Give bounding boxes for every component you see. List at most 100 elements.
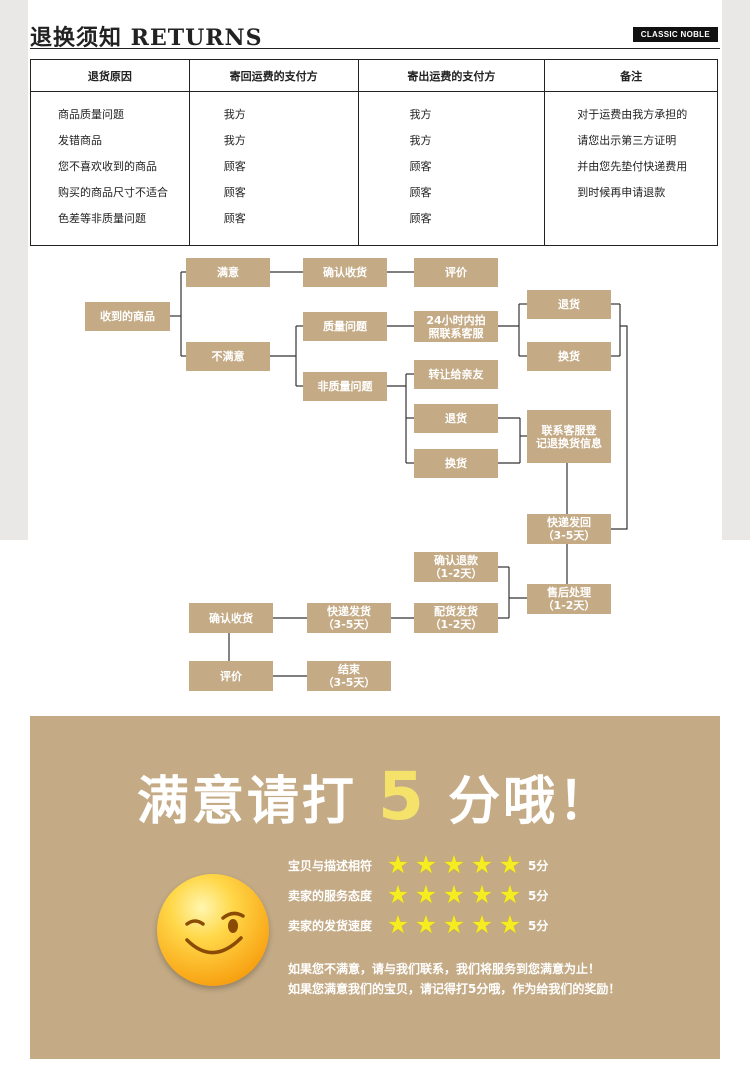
returns-table: 退货原因 寄回运费的支付方 寄出运费的支付方 备注 商品质量问题 发错商品 您不… — [30, 59, 718, 246]
flow-after-sales: 售后处理 （1-2天） — [527, 584, 611, 614]
flow-label: 确认收货 — [323, 266, 367, 279]
table-cell: 并由您先垫付快递费用 — [577, 160, 688, 173]
star-icon: ★ — [498, 850, 522, 879]
flow-label: 快递发回 — [547, 516, 591, 529]
flow-label: （1-2天） — [429, 567, 483, 580]
flow-restock-ship: 配货发货 （1-2天） — [414, 603, 498, 633]
flow-label: 联系客服登 — [541, 423, 597, 437]
flow-label: （3-5天） — [322, 676, 376, 689]
table-cell: 色差等非质量问题 — [58, 212, 146, 225]
flow-label: 配货发货 — [434, 605, 478, 618]
table-cell: 我方 — [409, 108, 432, 121]
rating-score: 5分 — [528, 858, 549, 873]
brand-badge: CLASSIC NOBLE — [632, 27, 718, 42]
flow-label: 确认收货 — [209, 611, 253, 625]
headline-text: 分哦！ — [448, 772, 614, 832]
flow-quality-issue: 质量问题 — [303, 312, 387, 341]
table-cell: 您不喜欢收到的商品 — [58, 160, 157, 173]
flow-label: 退货 — [558, 298, 580, 311]
table-cell: 顾客 — [409, 160, 432, 173]
flow-end: 结束 （3-5天） — [307, 661, 391, 691]
table-cell: 顾客 — [223, 212, 246, 225]
star-icon: ★ — [442, 850, 466, 879]
flow-label: 24小时内拍 — [426, 313, 486, 327]
star-icon: ★ — [470, 880, 494, 909]
flow-express-ship: 快递发货 （3-5天） — [307, 603, 391, 633]
table-cell: 发错商品 — [58, 134, 102, 147]
flow-confirm-receipt: 确认收货 — [303, 258, 387, 287]
flow-review-2: 评价 — [189, 661, 273, 691]
section-header: 退换须知 RETURNS CLASSIC NOBLE — [30, 18, 720, 51]
flow-label: 质量问题 — [323, 320, 367, 333]
flow-label: 确认退款 — [434, 554, 478, 567]
table-cell: 我方 — [223, 134, 246, 147]
table-cell: 顾客 — [223, 160, 246, 173]
star-icon: ★ — [386, 880, 410, 909]
flow-register-info: 联系客服登 记退换货信息 — [527, 410, 611, 463]
flow-connectors — [170, 271, 628, 677]
rating-banner: 满意请打 5 分哦！ 宝贝与描述相符 ★★★★★ 5分 卖家的服务态度 ★★★★… — [30, 716, 720, 1059]
star-group: ★★★★★ — [384, 912, 524, 938]
flow-label: （3-5天） — [542, 529, 596, 542]
flow-label: 满意 — [217, 266, 239, 279]
banner-message: 如果您满意我们的宝贝，请记得打5分哦，作为给我们的奖励！ — [288, 982, 621, 996]
smiley-face-icon — [185, 911, 245, 955]
table-cell: 商品质量问题 — [58, 108, 124, 121]
flow-refund: 退货 — [527, 290, 611, 319]
flow-label: 评价 — [445, 266, 467, 279]
rating-score: 5分 — [528, 918, 549, 933]
flow-satisfied: 满意 — [186, 258, 270, 287]
banner-message: 如果您不满意，请与我们联系，我们将服务到您满意为止！ — [288, 962, 601, 976]
flow-label: 换货 — [445, 457, 467, 470]
table-cell: 到时候再申请退款 — [577, 186, 666, 199]
flow-label: 记退换货信息 — [536, 436, 602, 450]
headline-five: 5 — [378, 758, 427, 835]
notes-column: 对于运费由我方承担的 请您出示第三方证明 并由您先垫付快递费用 到时候再申请退款 — [544, 91, 718, 246]
flow-label: 照联系客服 — [428, 326, 484, 340]
table-cell: 顾客 — [409, 186, 432, 199]
rating-label: 卖家的发货速度 — [288, 918, 373, 933]
flow-contact-24h: 24小时内拍 照联系客服 — [414, 311, 498, 342]
rating-row: 宝贝与描述相符 ★★★★★ 5分 — [288, 852, 548, 878]
table-body-row: 商品质量问题 发错商品 您不喜欢收到的商品 购买的商品尺寸不适合 色差等非质量问… — [30, 91, 718, 246]
headline-text: 满意请打 — [136, 772, 357, 832]
star-icon: ★ — [414, 880, 438, 909]
send-payer-column: 我方 我方 顾客 顾客 顾客 — [357, 91, 546, 246]
page-title: 退换须知 RETURNS — [30, 25, 263, 51]
flow-label: （3-5天） — [322, 618, 376, 631]
rating-row: 卖家的发货速度 ★★★★★ 5分 — [288, 912, 548, 938]
star-icon: ★ — [414, 910, 438, 939]
table-header-row: 退货原因 寄回运费的支付方 寄出运费的支付方 备注 — [30, 59, 718, 92]
star-icon: ★ — [442, 880, 466, 909]
flow-confirm-refund: 确认退款 （1-2天） — [414, 552, 498, 582]
flow-refund-2: 退货 — [414, 404, 498, 433]
right-texture — [722, 0, 750, 540]
reasons-column: 商品质量问题 发错商品 您不喜欢收到的商品 购买的商品尺寸不适合 色差等非质量问… — [30, 91, 190, 246]
rating-label: 卖家的服务态度 — [288, 888, 373, 903]
table-cell: 顾客 — [223, 186, 246, 199]
flow-exchange-2: 换货 — [414, 449, 498, 478]
rating-label: 宝贝与描述相符 — [288, 858, 373, 873]
star-icon: ★ — [498, 880, 522, 909]
flow-confirm-receipt-2: 确认收货 — [189, 603, 273, 633]
flow-label: 收到的商品 — [100, 310, 155, 323]
table-cell: 我方 — [409, 134, 432, 147]
star-icon: ★ — [498, 910, 522, 939]
smiley-wink-icon — [157, 874, 269, 986]
flow-label: 不满意 — [211, 350, 245, 363]
star-icon: ★ — [470, 850, 494, 879]
table-cell: 对于运费由我方承担的 — [577, 108, 688, 121]
star-icon: ★ — [386, 850, 410, 879]
table-header-cell: 备注 — [544, 59, 718, 92]
flow-label: 换货 — [558, 350, 580, 363]
rating-row: 卖家的服务态度 ★★★★★ 5分 — [288, 882, 548, 908]
table-cell: 购买的商品尺寸不适合 — [58, 186, 168, 199]
left-texture — [0, 0, 28, 540]
banner-headline: 满意请打 5 分哦！ — [30, 758, 720, 835]
flow-label: 售后处理 — [547, 586, 591, 599]
flow-received: 收到的商品 — [85, 302, 170, 331]
rating-score: 5分 — [528, 888, 549, 903]
table-cell: 我方 — [223, 108, 246, 121]
flow-label: 退货 — [445, 412, 467, 425]
star-icon: ★ — [414, 850, 438, 879]
